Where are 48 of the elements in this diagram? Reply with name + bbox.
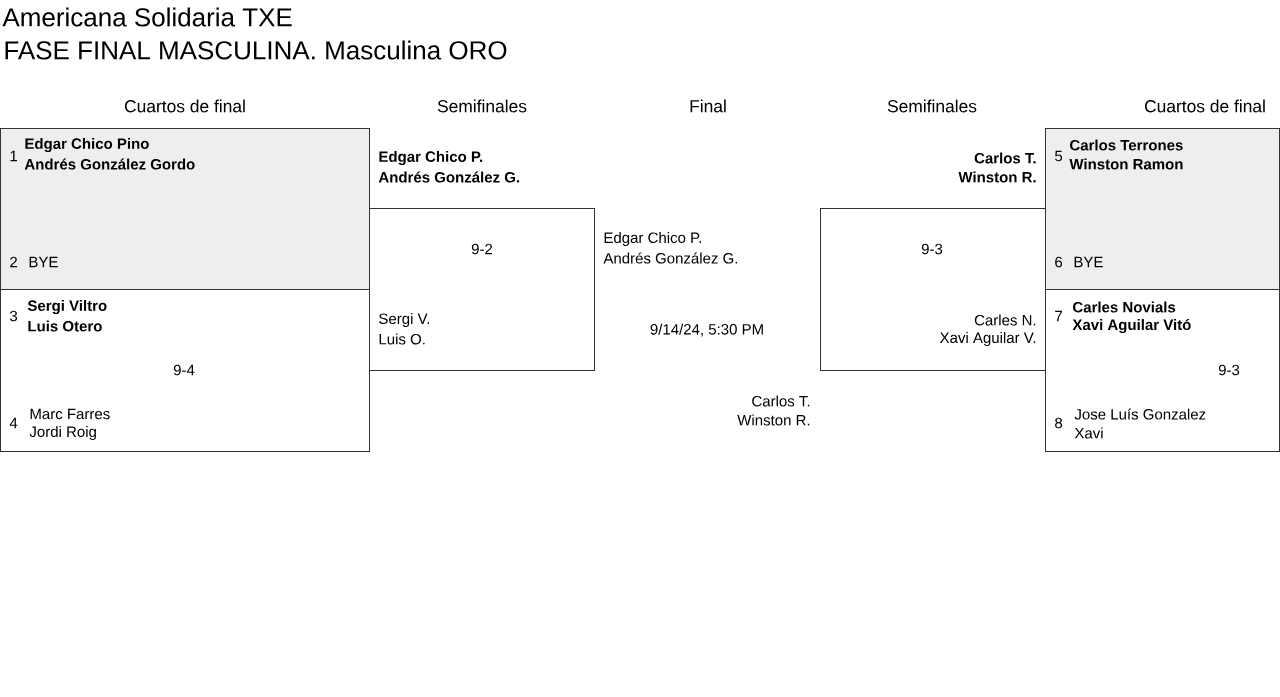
match-box [0, 128, 370, 290]
player-name: Carles N. [974, 314, 1036, 326]
player-name: Winston R. [958, 171, 1036, 183]
seed-number: 4 [9, 417, 18, 429]
player-name: Jose Luís Gonzalez [1074, 408, 1206, 420]
player-name: Xavi Aguilar V. [939, 332, 1036, 346]
player-name: Carlos Terrones [1070, 139, 1183, 151]
player-name: BYE [29, 256, 58, 268]
seed-number: 6 [1055, 256, 1063, 268]
seed-number: 5 [1055, 150, 1063, 162]
player-name: Edgar Chico Pino [25, 138, 149, 152]
subtitle: FASE FINAL MASCULINA. Masculina ORO [5, 40, 507, 60]
seed-number: 2 [10, 256, 17, 268]
player-name: Luis O. [379, 333, 425, 345]
seed-number: 1 [10, 150, 18, 162]
seed-number: 3 [9, 310, 18, 322]
seed-number: 7 [1055, 310, 1062, 322]
player-name: Carlos T. [752, 395, 810, 407]
round-heading: Semifinales [437, 99, 527, 113]
round-heading: Final [690, 99, 726, 113]
seed-number: 8 [1055, 417, 1063, 429]
match-box [820, 152, 1046, 371]
match-box [369, 151, 595, 371]
player-name: Andrés González Gordo [24, 158, 195, 170]
player-name: Luis Otero [28, 320, 102, 332]
score-text: 9-3 [921, 243, 943, 255]
player-name: Xavi [1074, 427, 1103, 439]
player-name: Edgar Chico P. [379, 151, 483, 165]
match-date: 9/14/24, 5:30 PM [650, 323, 763, 337]
player-name: Jordi Roig [29, 426, 96, 440]
player-name: BYE [1074, 256, 1103, 268]
player-name: Xavi Aguilar Vitó [1072, 318, 1191, 334]
score-text: 9-4 [173, 364, 195, 376]
player-name: Andrés González G. [378, 171, 520, 183]
player-name: Sergi V. [379, 313, 429, 327]
player-name: Sergi Viltro [27, 300, 107, 314]
score-text: 9-2 [471, 243, 493, 255]
match-box [0, 289, 370, 452]
player-name: Winston R. [737, 414, 810, 426]
score-text: 9-3 [1218, 364, 1240, 376]
round-heading: Semifinales [887, 99, 977, 113]
player-name: Carles Novials [1073, 301, 1176, 313]
player-name: Carlos T. [974, 152, 1036, 164]
title: Americana Solidaria TXE [2, 7, 292, 27]
player-name: Winston Ramon [1069, 158, 1183, 170]
match-box [1045, 289, 1280, 452]
player-name: Marc Farres [30, 408, 110, 420]
match-box [1045, 128, 1280, 290]
